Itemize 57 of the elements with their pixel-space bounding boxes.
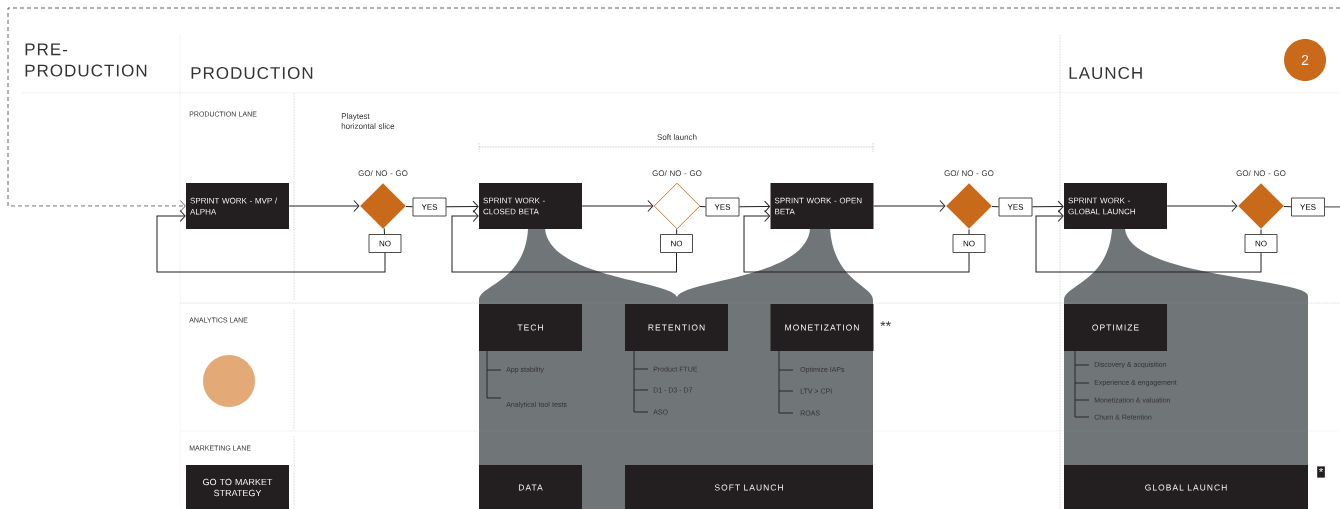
arrow [1031, 200, 1064, 213]
decision-label: GO/ NO - GO [1236, 170, 1286, 176]
category-box: MONETIZATION [770, 304, 874, 351]
phase-heading: LAUNCH [1069, 67, 1142, 80]
arrow [288, 200, 360, 212]
connector-line [1283, 206, 1292, 208]
category-box: DATA [479, 465, 582, 509]
answer-box: YES [998, 197, 1033, 217]
answer-box: NO [1244, 234, 1278, 253]
decision-diamond [1238, 183, 1284, 229]
connector-line [676, 228, 678, 235]
decision-diamond [946, 183, 992, 229]
decision-label: GO/ NO - GO [652, 170, 702, 176]
arrow [451, 210, 677, 273]
decision-diamond [360, 183, 406, 229]
arrow [743, 210, 970, 273]
category-box: RETENTION [625, 304, 728, 351]
process-box: SPRINT WORK - CLOSED BETA [479, 183, 582, 229]
answer-box: YES [1291, 197, 1325, 217]
answer-box: NO [952, 234, 986, 253]
connector-line [1260, 228, 1262, 235]
arrow [7, 7, 1340, 212]
arrow [1166, 200, 1238, 212]
category-box: OPTIMIZE [1064, 304, 1167, 351]
arrow [873, 200, 946, 212]
connector-line [1324, 206, 1340, 208]
arrow [445, 200, 479, 213]
category-box: TECH [479, 304, 582, 351]
step-number-badge: 2 [1284, 39, 1326, 81]
connector-line [383, 227, 385, 235]
answer-box: NO [368, 234, 402, 253]
arrow [156, 210, 386, 273]
arrow [581, 200, 654, 212]
connector-line [968, 228, 970, 235]
note: Playtest horizontal slice [341, 113, 395, 129]
footnote-mark: * [1317, 466, 1325, 478]
arrow [1035, 210, 1262, 273]
answer-box: YES [705, 197, 740, 217]
bracket-label: Soft launch [657, 134, 697, 140]
decision-label: GO/ NO - GO [944, 170, 994, 176]
process-box: SPRINT WORK - GLOBAL LAUNCH [1064, 183, 1167, 229]
decision-label: GO/ NO - GO [358, 170, 408, 176]
process-box: GO TO MARKET STRATEGY [186, 465, 289, 509]
circle [203, 355, 255, 407]
arrow [738, 200, 771, 213]
category-box: GLOBAL LAUNCH [1064, 465, 1308, 509]
connector-line [699, 206, 707, 208]
phase-heading: PRODUCTION [191, 67, 313, 80]
process-box: SPRINT WORK - OPEN BETA [770, 183, 874, 229]
decision-diamond [653, 182, 701, 230]
phase-heading: PRE- PRODUCTION [25, 43, 147, 77]
answer-box: YES [412, 197, 447, 217]
process-box: SPRINT WORK - MVP / ALPHA [186, 183, 289, 229]
category-box: SOFT LAUNCH [625, 465, 873, 509]
connector-line [405, 206, 414, 208]
answer-box: NO [660, 234, 693, 253]
connector-line [991, 206, 1000, 208]
